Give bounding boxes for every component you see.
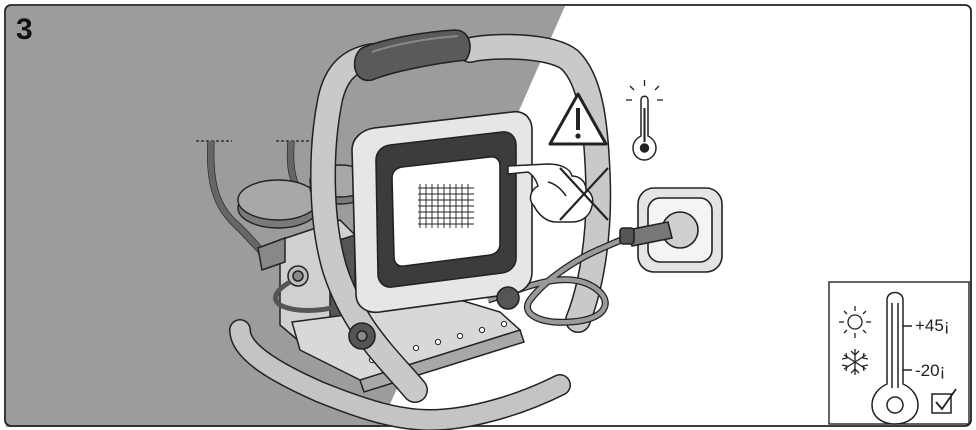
wall-socket-icon xyxy=(619,187,723,273)
handle-grip xyxy=(353,29,471,81)
hot-thermometer-icon xyxy=(626,80,663,161)
no-touch-hand-icon xyxy=(507,163,609,223)
snowflake-icon xyxy=(841,349,869,375)
tube-frame xyxy=(229,33,612,430)
step-number: 3 xyxy=(16,13,33,46)
thermometer-icon xyxy=(871,291,919,425)
frame-border xyxy=(4,4,972,427)
sun-icon xyxy=(839,306,871,338)
warning-triangle-icon xyxy=(548,92,608,146)
temperature-range-box: +45¡ -20¡ xyxy=(828,281,970,425)
floodlight-head xyxy=(348,110,533,350)
power-cable xyxy=(486,232,634,326)
min-temperature-label: -20¡ xyxy=(915,361,945,380)
max-temperature-label: +45¡ xyxy=(915,316,950,335)
checked-box-icon xyxy=(931,388,957,414)
